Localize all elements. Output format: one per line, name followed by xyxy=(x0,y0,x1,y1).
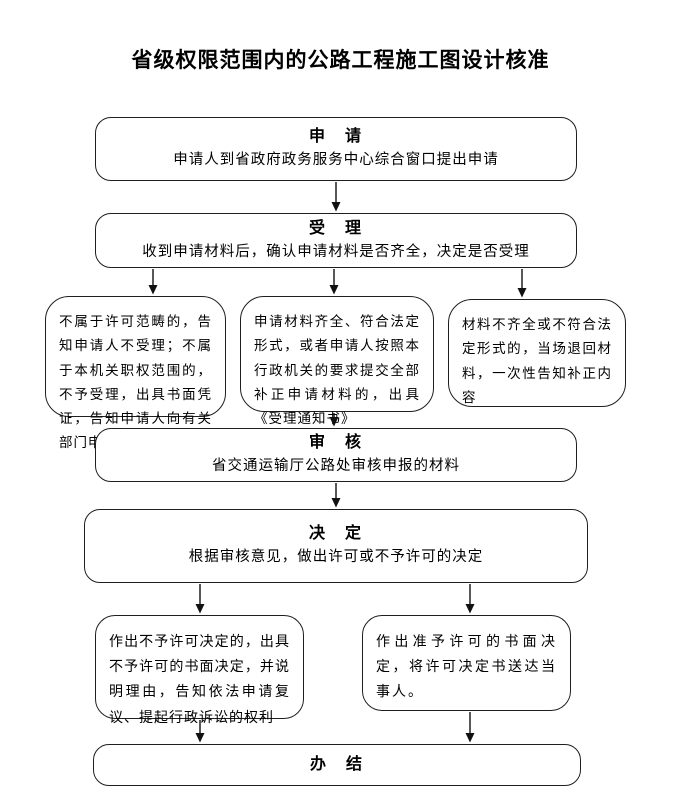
flow-node-review-body: 省交通运输厅公路处审核申报的材料 xyxy=(212,458,460,475)
flow-node-deny-body: 作出不予许可决定的，出具不予许可的书面决定，并说明理由，告知依法申请复议、提起行… xyxy=(109,633,290,725)
flow-node-decision: 决 定 根据审核意见，做出许可或不予许可的决定 xyxy=(84,509,588,583)
flow-node-branch-left: 不属于许可范畴的，告知申请人不受理；不属于本机关职权范围的，不予受理，出具书面凭… xyxy=(45,296,226,450)
flow-node-accept-body: 收到申请材料后，确认申请材料是否齐全，决定是否受理 xyxy=(142,243,530,260)
flow-node-review-title: 审 核 xyxy=(308,434,363,452)
flow-node-branch-right-body: 材料不齐全或不符合法定形式的，当场退回材料，一次性告知补正内容 xyxy=(462,317,612,405)
flow-node-decision-body: 根据审核意见，做出许可或不予许可的决定 xyxy=(188,549,484,566)
flow-node-accept-title: 受 理 xyxy=(308,219,363,237)
flow-node-branch-middle-body: 申请材料齐全、符合法定形式，或者申请人按照本行政机关的要求提交全部补正申请材料的… xyxy=(254,314,420,427)
flow-node-apply-body: 申请人到省政府政务服务中心综合窗口提出申请 xyxy=(173,152,499,169)
flow-node-deny: 作出不予许可决定的，出具不予许可的书面决定，并说明理由，告知依法申请复议、提起行… xyxy=(95,615,304,725)
flow-node-branch-right: 材料不齐全或不符合法定形式的，当场退回材料，一次性告知补正内容 xyxy=(448,299,626,407)
flow-node-accept: 受 理 收到申请材料后，确认申请材料是否齐全，决定是否受理 xyxy=(95,213,577,268)
flow-node-review: 审 核 省交通运输厅公路处审核申报的材料 xyxy=(95,428,577,482)
flow-node-apply: 申 请 申请人到省政府政务服务中心综合窗口提出申请 xyxy=(95,117,577,181)
flow-node-apply-title: 申 请 xyxy=(308,128,363,146)
flow-node-branch-left-body: 不属于许可范畴的，告知申请人不受理；不属于本机关职权范围的，不予受理，出具书面凭… xyxy=(59,314,212,451)
page-title: 省级权限范围内的公路工程施工图设计核准 xyxy=(131,49,550,72)
flow-node-branch-middle: 申请材料齐全、符合法定形式，或者申请人按照本行政机关的要求提交全部补正申请材料的… xyxy=(240,296,434,426)
flow-node-grant: 作出准予许可的书面决定，将许可决定书送达当事人。 xyxy=(362,615,571,711)
flow-node-complete: 办 结 xyxy=(93,744,581,786)
flow-node-complete-title: 办 结 xyxy=(309,756,364,773)
flow-node-decision-title: 决 定 xyxy=(308,525,363,543)
flow-node-grant-body: 作出准予许可的书面决定，将许可决定书送达当事人。 xyxy=(376,633,557,700)
